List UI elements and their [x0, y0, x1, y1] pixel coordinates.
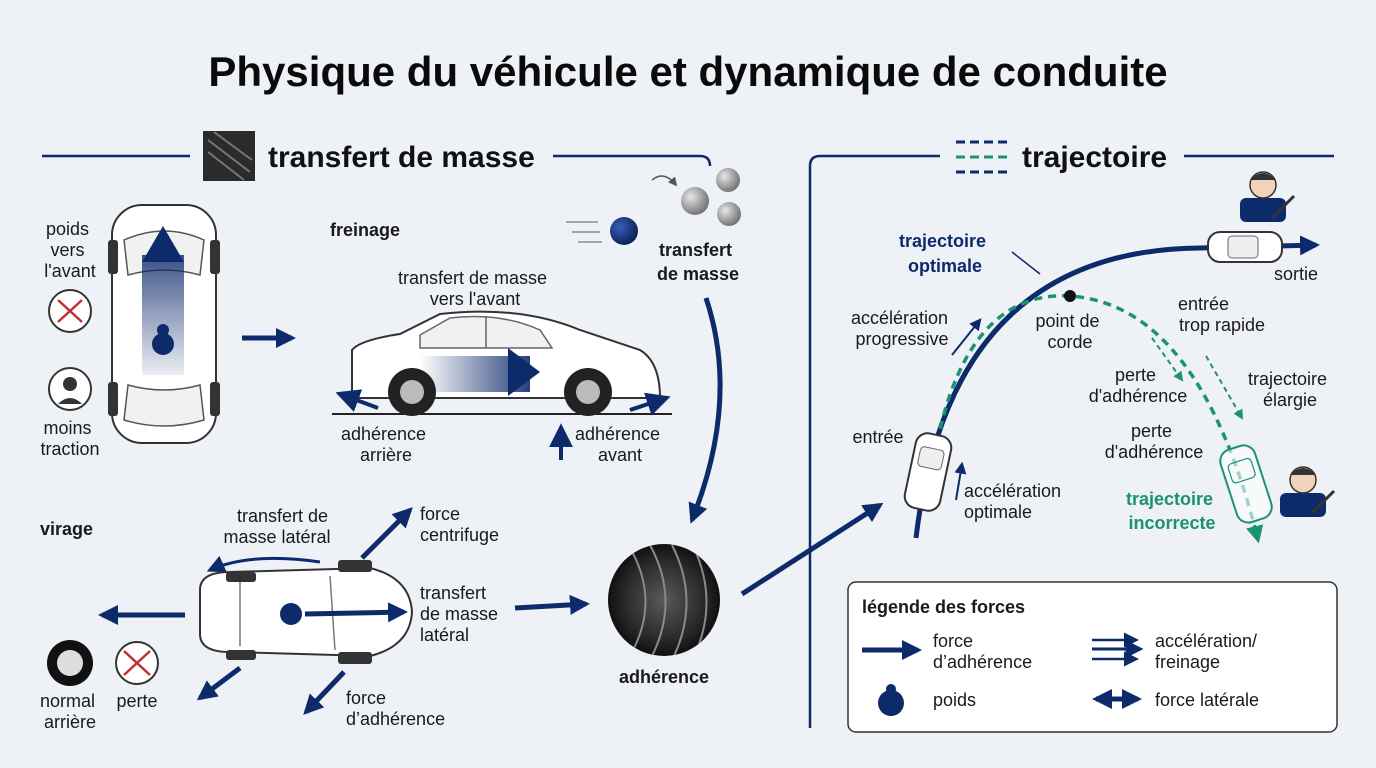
lateral-transfer-curve-arrow	[206, 555, 321, 573]
optimal-acceleration-label: accélération optimale	[964, 481, 1066, 522]
mass-transfer-balls-label: transfert de masse	[657, 240, 739, 284]
centrifugal-label: force centrifuge	[420, 504, 499, 545]
mass-transfer-header: transfert de masse	[268, 141, 535, 174]
legend-weight-label: poids	[933, 690, 976, 710]
normal-wheel-icon	[47, 640, 93, 686]
no-traction-icon	[48, 289, 92, 333]
legend-title: légende des forces	[862, 597, 1025, 617]
progressive-accel-arrow	[951, 318, 982, 356]
legend-accel-arrows	[1092, 632, 1144, 667]
legend-grip-label: force d’adhérence	[933, 631, 1032, 672]
top-view-car	[108, 204, 220, 444]
curved-flow-arrow	[688, 297, 723, 524]
weight-icon	[152, 333, 174, 355]
grip-loss-label-1: perte d'adhérence	[1089, 365, 1188, 406]
lateral-transfer-arrow	[304, 602, 408, 623]
grip-loss-label-2: perte d'adhérence	[1105, 421, 1204, 462]
trajectory-section: trajectoire trajectoire optimale sortie	[808, 140, 1338, 733]
optimal-pointer-line	[1011, 251, 1041, 275]
driver-icon	[48, 367, 92, 411]
lateral-transfer-top-label: transfert de masse latéral	[223, 506, 333, 547]
entry-label: entrée	[852, 427, 903, 447]
front-grip-label: adhérence avant	[575, 424, 665, 465]
grip-force-arrow	[303, 670, 346, 715]
legend-accel-label: accélération/ freinage	[1155, 631, 1262, 672]
side-view-car	[332, 310, 672, 416]
grip-label: adhérence	[619, 667, 709, 687]
lateral-transfer-right-label: transfert de masse latéral	[420, 583, 503, 645]
mass-transfer-section: transfert de masse poids vers l'avant	[40, 131, 884, 732]
exit-label: sortie	[1274, 264, 1318, 284]
grip-force-label: force d’adhérence	[346, 688, 445, 729]
page-title: Physique du véhicule et dynamique de con…	[208, 48, 1167, 95]
legend-weight-icon	[878, 684, 904, 716]
optimal-trajectory-label: trajectoire optimale	[899, 231, 991, 276]
exit-car	[1207, 231, 1283, 263]
centrifugal-arrow	[360, 507, 413, 560]
loss-label: perte	[116, 691, 157, 711]
braking-title: freinage	[330, 220, 400, 240]
legend-box: légende des forces force d’adhérence acc…	[847, 581, 1338, 733]
sliding-car	[1219, 444, 1273, 524]
optimal-accel-arrow	[954, 461, 967, 501]
less-traction-label: moins traction	[40, 418, 99, 459]
front-grip-arrow	[629, 392, 671, 416]
driver-bottom-icon	[1280, 466, 1336, 517]
mass-balls-icon	[566, 168, 741, 245]
legend-lateral-label: force latérale	[1155, 690, 1259, 710]
entry-too-fast-label: entrée trop rapide	[1178, 294, 1265, 335]
apex-point	[1064, 290, 1076, 302]
loss-icon	[115, 641, 159, 685]
weight-forward-label: poids vers l'avant	[44, 219, 95, 281]
trajectory-header: trajectoire	[1022, 141, 1167, 174]
incorrect-trajectory-path	[930, 294, 1264, 544]
tire-icon	[608, 544, 720, 656]
mass-transfer-forward-label: transfert de masse vers l'avant	[398, 268, 552, 309]
normal-rear-label: normal arrière	[40, 691, 100, 732]
cornering-title: virage	[40, 519, 93, 539]
trajectory-lines-icon	[956, 140, 1010, 174]
incorrect-trajectory-label: trajectoire incorrecte	[1126, 489, 1218, 533]
apex-label: point de corde	[1035, 311, 1104, 352]
rear-grip-label: adhérence arrière	[341, 424, 431, 465]
widened-arrow	[1205, 355, 1244, 420]
to-grip-arrow	[514, 594, 590, 615]
progressive-acceleration-label: accélération progressive	[851, 308, 953, 349]
tire-tread-icon	[203, 131, 255, 181]
driver-top-icon	[1240, 171, 1296, 222]
widened-trajectory-label: trajectoire élargie	[1248, 369, 1332, 410]
rear-grip-force-arrow	[196, 666, 242, 701]
rear-grip-arrow	[335, 389, 379, 412]
entry-car	[903, 432, 953, 512]
